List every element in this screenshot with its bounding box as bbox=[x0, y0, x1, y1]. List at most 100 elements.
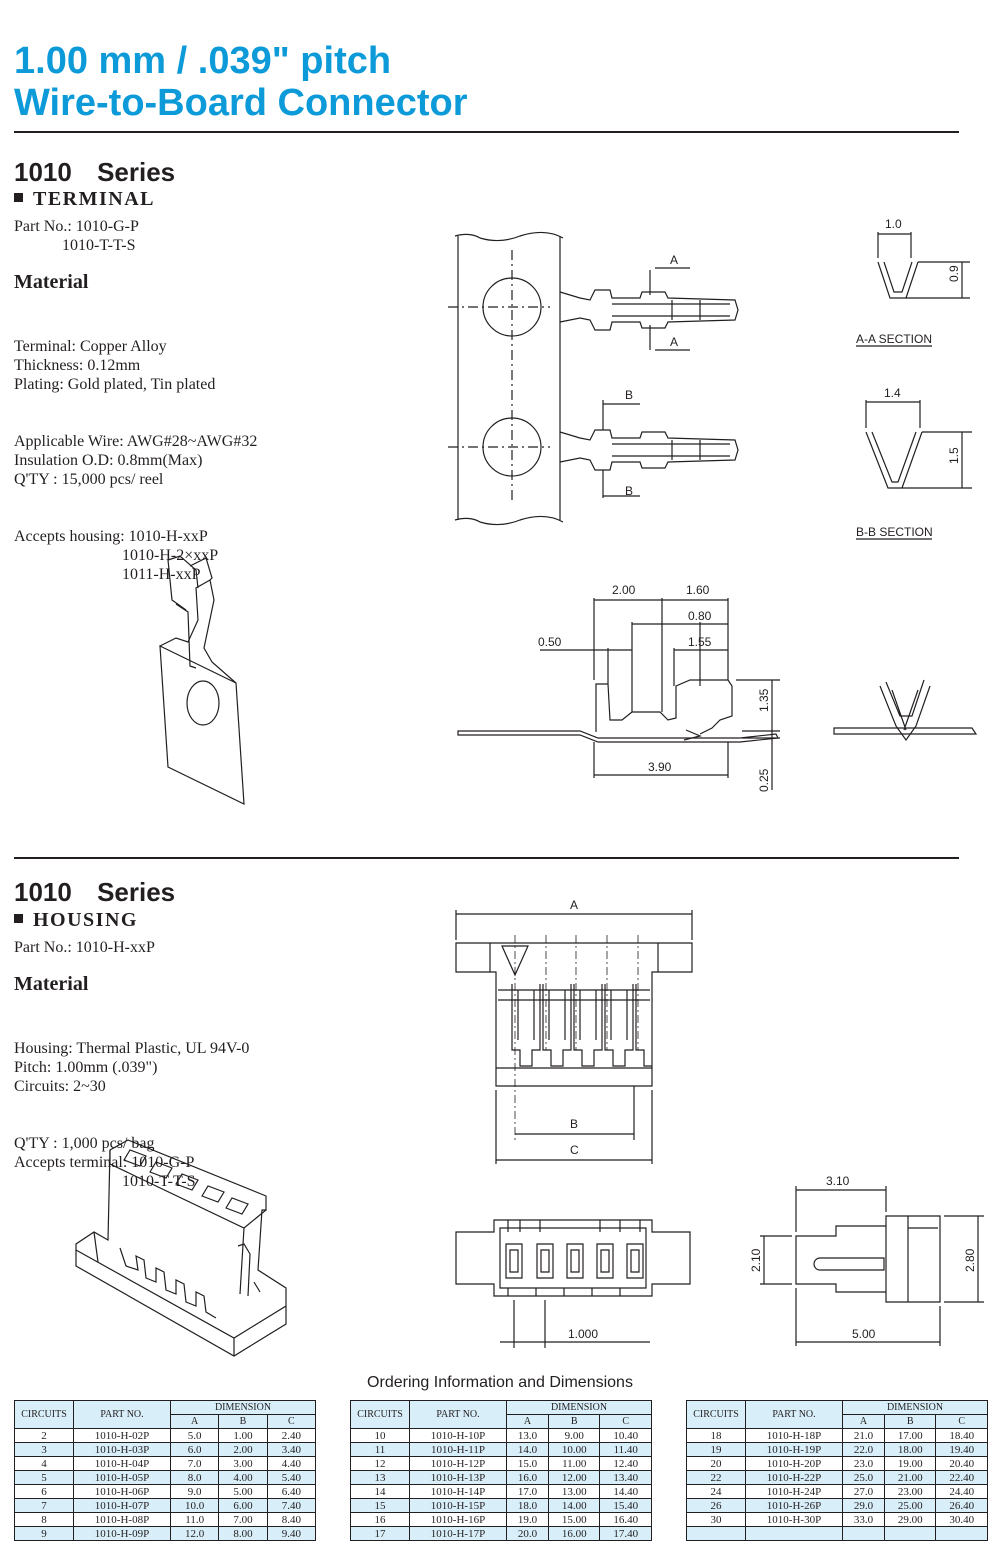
table-cell: 11.40 bbox=[599, 1442, 652, 1457]
table-cell bbox=[883, 1526, 937, 1541]
svg-text:B: B bbox=[625, 388, 633, 402]
terminal-material-heading: Material bbox=[14, 271, 89, 293]
label-a: A bbox=[570, 898, 578, 912]
col-c: C bbox=[266, 1414, 317, 1429]
table-cell: 17.0 bbox=[506, 1484, 549, 1499]
table-cell: 14 bbox=[350, 1484, 410, 1499]
table-cell: 1010-H-07P bbox=[73, 1498, 171, 1513]
table-cell: 16.40 bbox=[599, 1512, 652, 1527]
table-cell: 14.00 bbox=[547, 1498, 601, 1513]
table-cell: 7.40 bbox=[266, 1498, 317, 1513]
table-cell: 15.0 bbox=[506, 1456, 549, 1471]
divider bbox=[14, 857, 959, 859]
table-cell: 1010-H-04P bbox=[73, 1456, 171, 1471]
housing-slots bbox=[498, 984, 652, 1067]
table-cell: 5.0 bbox=[169, 1428, 220, 1443]
table-cell: 13.00 bbox=[547, 1484, 601, 1499]
table-cell: 20.0 bbox=[506, 1526, 549, 1541]
table-cell: 15.00 bbox=[547, 1512, 601, 1527]
table-cell: 1010-H-11P bbox=[409, 1442, 507, 1457]
terminal-part-no: Part No.: 1010-G-P 1010-T-T-S bbox=[14, 218, 139, 254]
table-cell: 6.0 bbox=[169, 1442, 220, 1457]
table-cell: 1010-H-09P bbox=[73, 1526, 171, 1541]
table-cell: 27.0 bbox=[842, 1484, 885, 1499]
dim-0-25: 0.25 bbox=[757, 768, 771, 792]
table-cell: 5.40 bbox=[266, 1470, 317, 1485]
table-cell: 14.40 bbox=[599, 1484, 652, 1499]
table-cell: 7.0 bbox=[169, 1456, 220, 1471]
divider bbox=[14, 131, 959, 133]
dim-0-50: 0.50 bbox=[538, 635, 562, 649]
table-cell: 1010-H-12P bbox=[409, 1456, 507, 1471]
table-cell: 1010-H-15P bbox=[409, 1498, 507, 1513]
table-cell: 5.00 bbox=[218, 1484, 268, 1499]
table-cell: 2 bbox=[14, 1428, 74, 1443]
col-part-no: PART NO. bbox=[409, 1400, 507, 1429]
page-title-pitch: 1.00 mm / .039" pitch bbox=[14, 40, 392, 82]
table-cell: 7.00 bbox=[218, 1512, 268, 1527]
label-b: B bbox=[570, 1117, 578, 1131]
table-cell: 14.0 bbox=[506, 1442, 549, 1457]
table-cell: 10.40 bbox=[599, 1428, 652, 1443]
table-cell: 5 bbox=[14, 1470, 74, 1485]
table-cell: 8 bbox=[14, 1512, 74, 1527]
ordering-title: Ordering Information and Dimensions bbox=[367, 1374, 633, 1391]
table-cell: 1010-H-26P bbox=[745, 1498, 843, 1513]
col-c: C bbox=[935, 1414, 988, 1429]
table-cell: 9.40 bbox=[266, 1526, 317, 1541]
label-b: B bbox=[625, 484, 633, 498]
aa-section-label: A-A SECTION bbox=[856, 332, 932, 346]
table-cell: 1010-H-03P bbox=[73, 1442, 171, 1457]
table-cell: 30.40 bbox=[935, 1512, 988, 1527]
table-cell: 1010-H-18P bbox=[745, 1428, 843, 1443]
col-dimension: DIMENSION bbox=[506, 1400, 652, 1415]
dim-bb-height: 1.5 bbox=[947, 447, 961, 464]
table-cell: 13.0 bbox=[506, 1428, 549, 1443]
table-cell: 25.0 bbox=[842, 1470, 885, 1485]
table-cell: 1010-H-16P bbox=[409, 1512, 507, 1527]
table-cell: 13 bbox=[350, 1470, 410, 1485]
housing-material-heading: Material bbox=[14, 973, 89, 995]
table-cell: 13.40 bbox=[599, 1470, 652, 1485]
table-cell: 19 bbox=[686, 1442, 746, 1457]
dim-2-10: 2.10 bbox=[749, 1248, 763, 1272]
table-cell: 1010-H-20P bbox=[745, 1456, 843, 1471]
dim-aa-width: 1.0 bbox=[885, 217, 902, 231]
svg-text:A: A bbox=[670, 253, 678, 267]
table-cell: 22.0 bbox=[842, 1442, 885, 1457]
housing-heading: HOUSING bbox=[14, 909, 138, 932]
label-a: A bbox=[670, 335, 678, 349]
dim-1-60: 1.60 bbox=[686, 583, 710, 597]
table-cell bbox=[935, 1526, 988, 1541]
dim-0-80: 0.80 bbox=[688, 609, 712, 623]
dim-1-55: 1.55 bbox=[688, 635, 712, 649]
table-cell: 8.40 bbox=[266, 1512, 317, 1527]
table-cell: 17.40 bbox=[599, 1526, 652, 1541]
table-cell: 15 bbox=[350, 1498, 410, 1513]
table-cell: 8.0 bbox=[169, 1470, 220, 1485]
col-b: B bbox=[218, 1414, 268, 1429]
table-cell: 4.00 bbox=[218, 1470, 268, 1485]
dim-3-90: 3.90 bbox=[648, 760, 672, 774]
dim-1-000: 1.000 bbox=[568, 1327, 598, 1341]
table-cell: 7 bbox=[14, 1498, 74, 1513]
table-cell: 12.40 bbox=[599, 1456, 652, 1471]
table-cell: 6.00 bbox=[218, 1498, 268, 1513]
table-cell: 1010-H-17P bbox=[409, 1526, 507, 1541]
table-row bbox=[686, 1526, 988, 1541]
dim-2-00: 2.00 bbox=[612, 583, 636, 597]
table-cell: 1010-H-05P bbox=[73, 1470, 171, 1485]
